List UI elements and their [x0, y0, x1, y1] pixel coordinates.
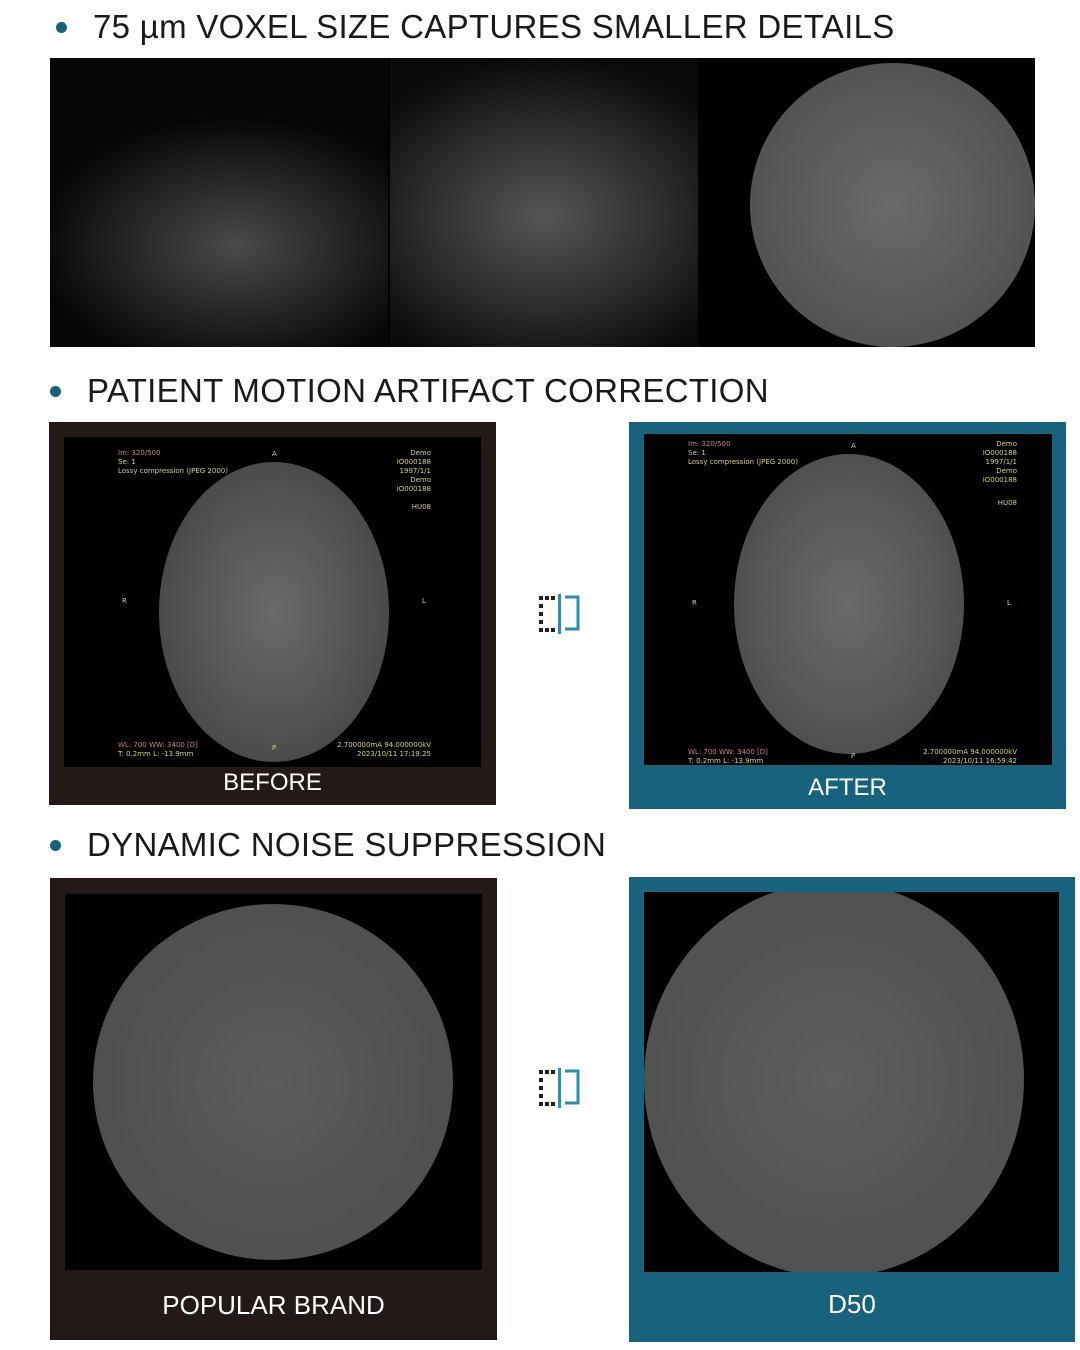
- after-scan: Im: 320/500 Se: 1 Lossy compression (JPE…: [644, 434, 1052, 765]
- popular-brand-panel: POPULAR BRAND: [50, 878, 497, 1340]
- after-caption: AFTER: [808, 774, 887, 801]
- popular-brand-caption: POPULAR BRAND: [162, 1290, 385, 1320]
- voxel-scan-strip: [50, 58, 1035, 347]
- section-heading-motion: PATIENT MOTION ARTIFACT CORRECTION: [50, 372, 769, 410]
- scan-image-axial-1: [750, 63, 1035, 347]
- scan-image-mandible-2: [390, 58, 698, 347]
- compare-icon: [539, 594, 580, 634]
- before-scan: Im: 320/500 Se: 1 Lossy compression (JPE…: [64, 437, 481, 767]
- section-heading-noise: DYNAMIC NOISE SUPPRESSION: [50, 826, 606, 864]
- d50-scan: [644, 892, 1059, 1272]
- d50-caption: D50: [828, 1289, 876, 1319]
- section-heading-voxel: 75 µm VOXEL SIZE CAPTURES SMALLER DETAIL…: [56, 8, 895, 46]
- after-panel: Im: 320/500 Se: 1 Lossy compression (JPE…: [629, 422, 1066, 809]
- d50-panel: D50: [629, 877, 1075, 1342]
- bullet-icon: [50, 839, 61, 851]
- compare-icon: [539, 1068, 580, 1108]
- popular-brand-scan: [65, 894, 482, 1270]
- before-caption: BEFORE: [223, 769, 322, 796]
- before-panel: Im: 320/500 Se: 1 Lossy compression (JPE…: [49, 422, 496, 805]
- bullet-icon: [50, 385, 61, 397]
- bullet-icon: [56, 21, 67, 33]
- scan-image-mandible-1: [50, 58, 388, 347]
